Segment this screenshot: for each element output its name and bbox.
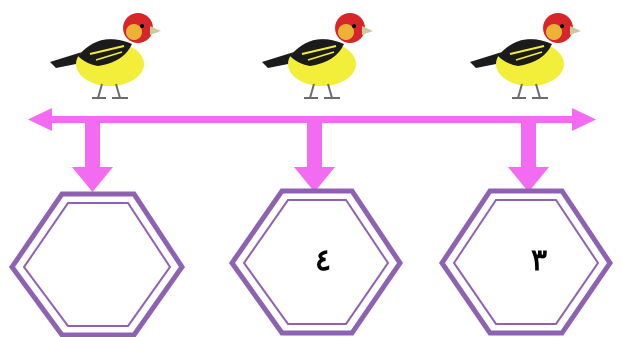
double-arrow [28,108,596,131]
down-arrow-1 [72,123,113,192]
bird-image-2 [261,12,374,99]
down-arrow-3 [508,123,549,192]
hexagon-1 [8,191,186,337]
bird-image-3 [469,12,582,99]
down-arrow-2 [294,123,335,192]
hexagon-2 [228,188,404,336]
hexagon-2-value: ٤ [314,243,332,278]
bird-image-1 [49,12,162,99]
hexagon-3-value: ٣ [530,243,548,278]
hexagon-3 [438,188,614,336]
